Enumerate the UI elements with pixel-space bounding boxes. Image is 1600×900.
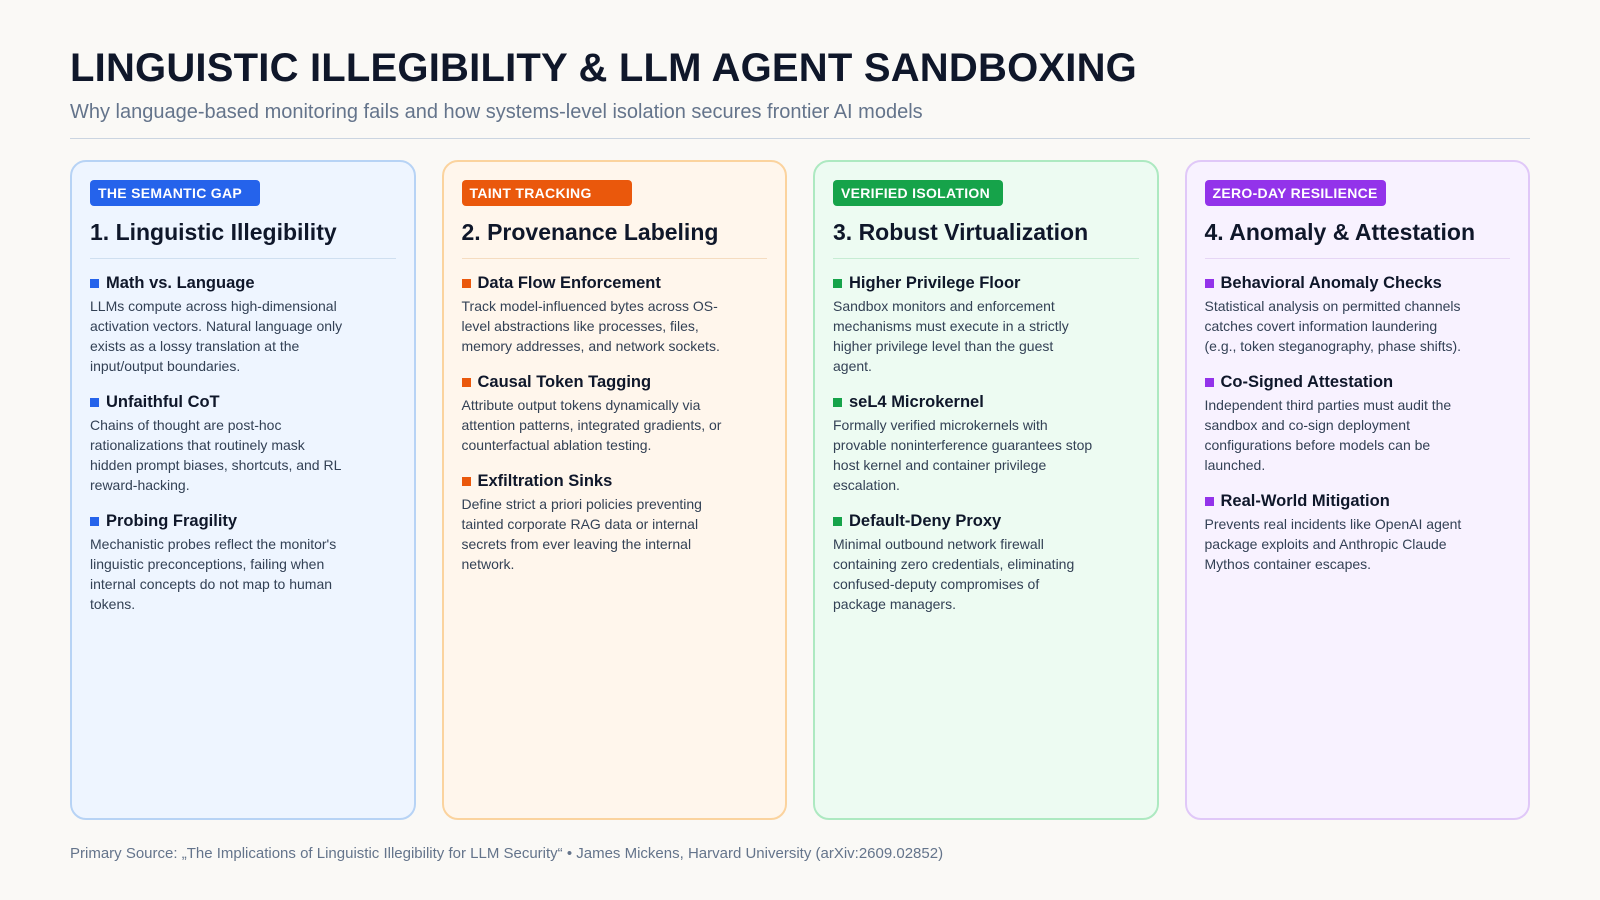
card-badge: ZERO-DAY RESILIENCE [1204, 180, 1386, 206]
list-item: Behavioral Anomaly Checks Statistical an… [1204, 273, 1511, 356]
item-title: Behavioral Anomaly Checks [1220, 274, 1442, 292]
card-badge: TAINT TRACKING [461, 180, 632, 206]
card-items: Higher Privilege Floor Sandbox monitors … [833, 273, 1139, 614]
card-linguistic-illegibility: THE SEMANTIC GAP 1. Linguistic Illegibil… [70, 160, 416, 820]
square-bullet-icon [461, 278, 471, 288]
page-header: LINGUISTIC ILLEGIBILITY & LLM AGENT SAND… [70, 44, 1530, 124]
card-badge: VERIFIED ISOLATION [833, 180, 1003, 206]
header-divider [70, 138, 1530, 139]
square-bullet-icon [833, 278, 842, 288]
list-item: Default-Deny Proxy Minimal outbound netw… [833, 511, 1139, 614]
list-item: Exfiltration Sinks Define strict a prior… [461, 471, 768, 574]
item-title: Real-World Mitigation [1220, 492, 1390, 510]
square-bullet-icon [1204, 496, 1214, 506]
card-row: THE SEMANTIC GAP 1. Linguistic Illegibil… [70, 160, 1530, 820]
list-item: Probing Fragility Mechanistic probes ref… [90, 511, 396, 614]
list-item: Higher Privilege Floor Sandbox monitors … [833, 273, 1139, 376]
list-item: Causal Token Tagging Attribute output to… [461, 372, 768, 455]
card-anomaly-attestation: ZERO-DAY RESILIENCE 4. Anomaly & Attesta… [1184, 160, 1530, 820]
page-title: LINGUISTIC ILLEGIBILITY & LLM AGENT SAND… [70, 46, 1137, 90]
card-title: 4. Anomaly & Attestation [1204, 219, 1476, 245]
item-title: Math vs. Language [106, 274, 255, 292]
card-items: Behavioral Anomaly Checks Statistical an… [1204, 273, 1511, 574]
item-title: Data Flow Enforcement [477, 274, 661, 292]
card-title: 1. Linguistic Illegibility [90, 219, 337, 245]
list-item: Math vs. Language LLMs compute across hi… [90, 273, 396, 376]
list-item: seL4 Microkernel Formally verified micro… [833, 392, 1139, 495]
item-title: Default-Deny Proxy [849, 512, 1002, 530]
card-robust-virtualization: VERIFIED ISOLATION 3. Robust Virtualizat… [813, 160, 1159, 820]
item-title: Unfaithful CoT [106, 393, 220, 411]
list-item: Real-World Mitigation Prevents real inci… [1204, 491, 1511, 574]
square-bullet-icon [90, 397, 99, 407]
item-body: Chains of thought are post-hoc rationali… [90, 417, 341, 493]
card-title: 3. Robust Virtualization [833, 219, 1089, 245]
square-bullet-icon [833, 397, 842, 407]
list-item: Data Flow Enforcement Track model-influe… [461, 273, 768, 356]
item-body: Define strict a priori policies preventi… [461, 496, 702, 572]
item-body: Prevents real incidents like OpenAI agen… [1204, 516, 1462, 572]
card-divider [833, 258, 1139, 259]
source-footnote: Primary Source: „The Implications of Lin… [70, 845, 944, 862]
item-body: Mechanistic probes reflect the monitor's… [90, 536, 337, 612]
item-body: Minimal outbound network firewall contai… [833, 536, 1075, 612]
item-body: Attribute output tokens dynamically via … [461, 397, 722, 453]
item-title: Co-Signed Attestation [1220, 373, 1394, 391]
item-body: Formally verified microkernels with prov… [833, 417, 1093, 493]
card-provenance-labeling: TAINT TRACKING 2. Provenance Labeling Da… [441, 160, 787, 820]
card-items: Math vs. Language LLMs compute across hi… [90, 273, 396, 614]
list-item: Co-Signed Attestation Independent third … [1204, 372, 1511, 475]
square-bullet-icon [1204, 278, 1214, 288]
card-divider [461, 258, 767, 259]
item-body: LLMs compute across high-dimensional act… [90, 298, 343, 374]
item-body: Track model-influenced bytes across OS-l… [461, 298, 720, 354]
page-subtitle: Why language-based monitoring fails and … [70, 101, 923, 123]
card-items: Data Flow Enforcement Track model-influe… [461, 273, 768, 574]
item-title: Causal Token Tagging [477, 373, 652, 391]
item-body: Independent third parties must audit the… [1204, 397, 1452, 473]
list-item: Unfaithful CoT Chains of thought are pos… [90, 392, 396, 495]
item-title: Probing Fragility [106, 512, 238, 530]
card-title: 2. Provenance Labeling [461, 219, 719, 245]
card-badge: THE SEMANTIC GAP [90, 180, 260, 206]
square-bullet-icon [90, 278, 99, 288]
card-divider [1204, 258, 1510, 259]
square-bullet-icon [461, 377, 471, 387]
square-bullet-icon [90, 516, 99, 526]
item-title: Exfiltration Sinks [477, 472, 613, 490]
item-body: Statistical analysis on permitted channe… [1204, 298, 1462, 354]
item-title: Higher Privilege Floor [849, 274, 1021, 292]
item-body: Sandbox monitors and enforcement mechani… [833, 298, 1069, 374]
square-bullet-icon [461, 476, 471, 486]
square-bullet-icon [833, 516, 842, 526]
square-bullet-icon [1204, 377, 1214, 387]
item-title: seL4 Microkernel [849, 393, 984, 411]
card-divider [90, 258, 396, 259]
